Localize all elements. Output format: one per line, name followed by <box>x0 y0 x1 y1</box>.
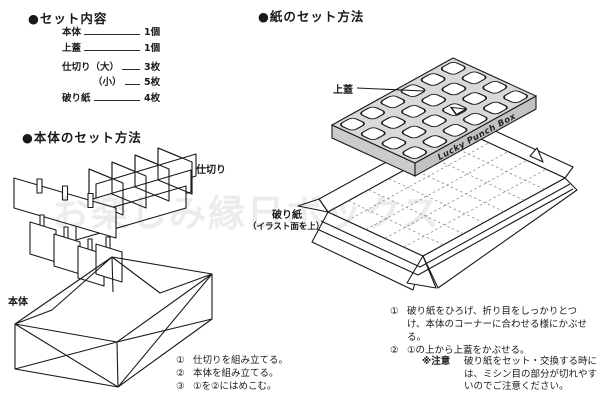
step-text: 仕切りを組み立てる。 <box>193 355 289 366</box>
part-count: 1個 <box>144 27 161 38</box>
part-count: 1個 <box>144 42 161 54</box>
step-number: ③ <box>176 381 185 392</box>
lid-label: 上蓋 <box>333 85 353 96</box>
set-contents-row: 上蓋 1個 <box>62 40 170 54</box>
leader-line <box>93 99 140 101</box>
loose-divider-band <box>13 177 117 239</box>
step-text: 本体を組み立てる。 <box>193 368 279 379</box>
body-box <box>14 256 213 388</box>
step-number: ② <box>390 345 399 356</box>
set-contents-row: 本体 1個 <box>62 24 170 38</box>
part-name: 仕切り（大） <box>62 61 120 73</box>
perforation-pattern <box>346 142 547 248</box>
paper-setup-heading: ●紙のセット方法 <box>258 9 365 24</box>
step: ② ①の上から上蓋をかぶせる。 <box>390 344 595 357</box>
part-count: 5枚 <box>144 77 161 88</box>
step-number: ① <box>390 306 399 317</box>
step: ① 破り紙をひろげ、折り目をしっかりとつけ、本体のコーナーに合わせる様にかぶせる… <box>390 305 595 344</box>
step: ① 仕切りを組み立てる。 <box>176 354 326 367</box>
leader-line <box>124 84 140 85</box>
lid: Lucky Punch Box <box>330 57 538 177</box>
set-contents-heading: ●セット内容 <box>28 11 108 26</box>
step: ③ ①を②にはめこむ。 <box>176 380 326 393</box>
punched-flap <box>449 106 468 116</box>
step-number: ① <box>176 355 185 366</box>
paper-setup-illustration: Lucky Punch Box <box>297 57 578 291</box>
body-label: 本体 <box>8 297 28 308</box>
divider-label: 仕切り <box>196 165 226 176</box>
part-name: 本体 <box>62 27 82 38</box>
step-text: 破り紙をひろげ、折り目をしっかりとつけ、本体のコーナーに合わせる様にかぶせる。 <box>407 306 588 343</box>
leader-line <box>84 49 140 51</box>
part-name: 破り紙 <box>62 92 91 104</box>
set-contents-row: 仕切り（大） 3枚 <box>62 59 170 73</box>
step-number: ② <box>176 368 185 379</box>
lid-leader-line <box>356 87 425 92</box>
part-count: 3枚 <box>144 61 161 73</box>
set-contents-list: 本体 1個 上蓋 1個 仕切り（大） 3枚 （小） 5枚 破り紙 4枚 <box>62 24 170 105</box>
part-count: 4枚 <box>144 92 161 104</box>
caution-label: ※注意 <box>422 356 451 367</box>
step-text: ①を②にはめこむ。 <box>193 381 277 392</box>
caution-note: ※注意 破り紙をセット・交換する時には、ミシン目の部分が切れやすいのでご注意くだ… <box>422 356 600 394</box>
step-text: ①の上から上蓋をかぶせる。 <box>407 345 530 356</box>
paper-label: 破り紙 <box>272 210 302 221</box>
paper-sublabel: （イラスト面を上） <box>248 222 325 232</box>
divider-lattice <box>75 147 197 241</box>
body-setup-illustration <box>13 147 213 388</box>
part-name: 上蓋 <box>62 42 82 54</box>
leader-line <box>122 68 140 70</box>
carton-rim <box>316 183 574 276</box>
body-setup-heading: ●本体のセット方法 <box>22 130 142 145</box>
lid-holes <box>340 62 528 159</box>
caution-text: 破り紙をセット・交換する時には、ミシン目の部分が切れやすいのでご注意ください。 <box>464 356 598 392</box>
set-contents-row: （小） 5枚 <box>62 74 170 88</box>
step: ② 本体を組み立てる。 <box>176 367 326 380</box>
leader-line <box>84 34 140 35</box>
part-name: （小） <box>93 77 122 88</box>
body-setup-steps: ① 仕切りを組み立てる。 ② 本体を組み立てる。 ③ ①を②にはめこむ。 <box>176 354 326 393</box>
set-contents-row: 破り紙 4枚 <box>62 90 170 104</box>
paper-setup-steps: ① 破り紙をひろげ、折り目をしっかりとつけ、本体のコーナーに合わせる様にかぶせる… <box>390 305 595 357</box>
